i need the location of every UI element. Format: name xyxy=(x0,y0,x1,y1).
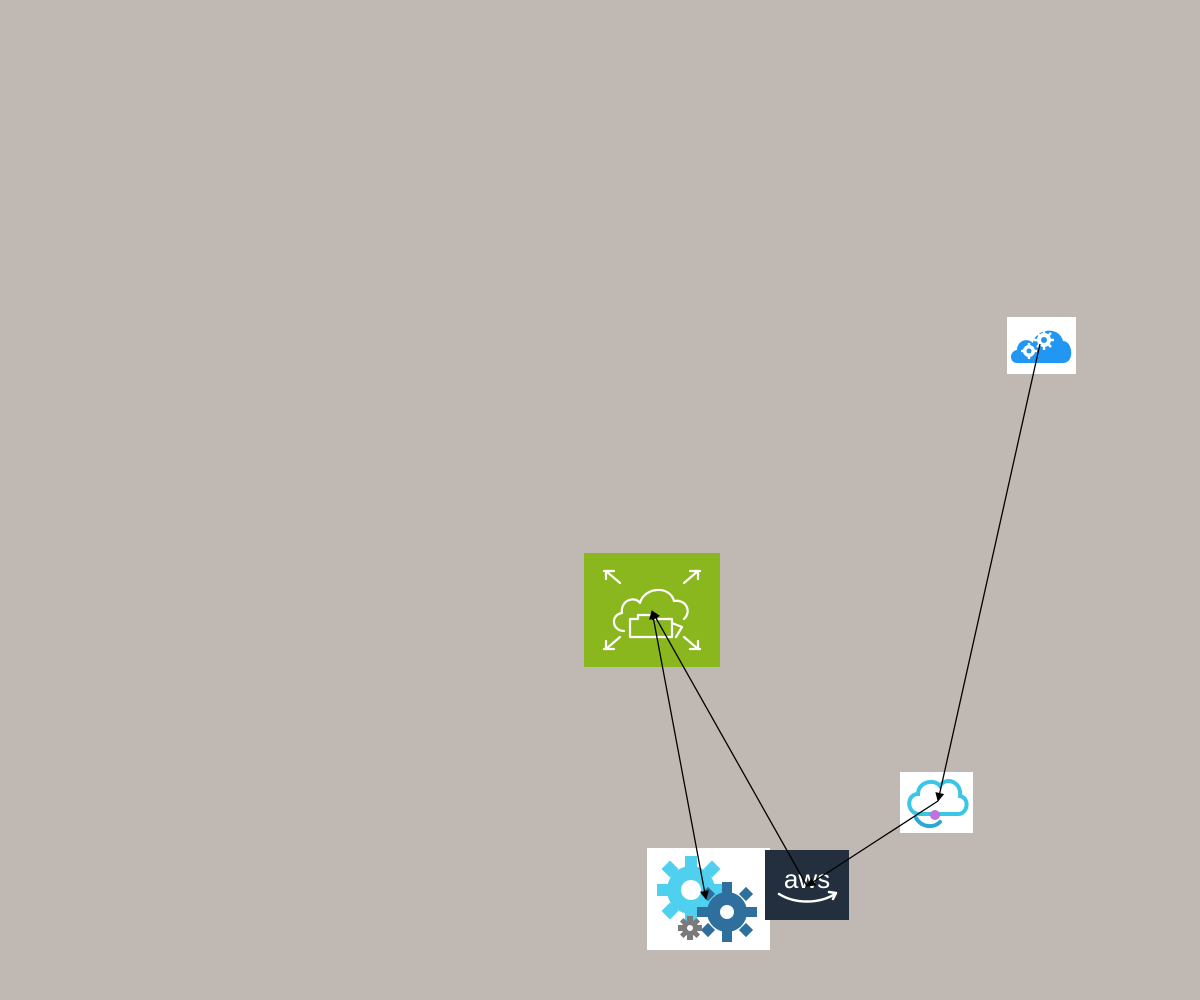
cloud-pipeline-node[interactable] xyxy=(900,772,973,833)
cloud-migrate-node[interactable] xyxy=(584,553,720,667)
cloud-gear-node[interactable] xyxy=(1007,317,1076,374)
aws-logo-icon: aws xyxy=(777,864,838,903)
cloud-pipeline-icon xyxy=(907,779,969,829)
gears-node[interactable] xyxy=(647,848,770,950)
cloud-gear-icon xyxy=(1011,330,1072,363)
edge-cloud-gear-blue-to-cloud-pipeline[interactable] xyxy=(935,343,1041,802)
aws-label: aws xyxy=(784,864,830,894)
cloud-expand-icon xyxy=(602,569,702,651)
gears-icon xyxy=(657,856,757,942)
aws-node[interactable]: aws xyxy=(765,850,849,920)
